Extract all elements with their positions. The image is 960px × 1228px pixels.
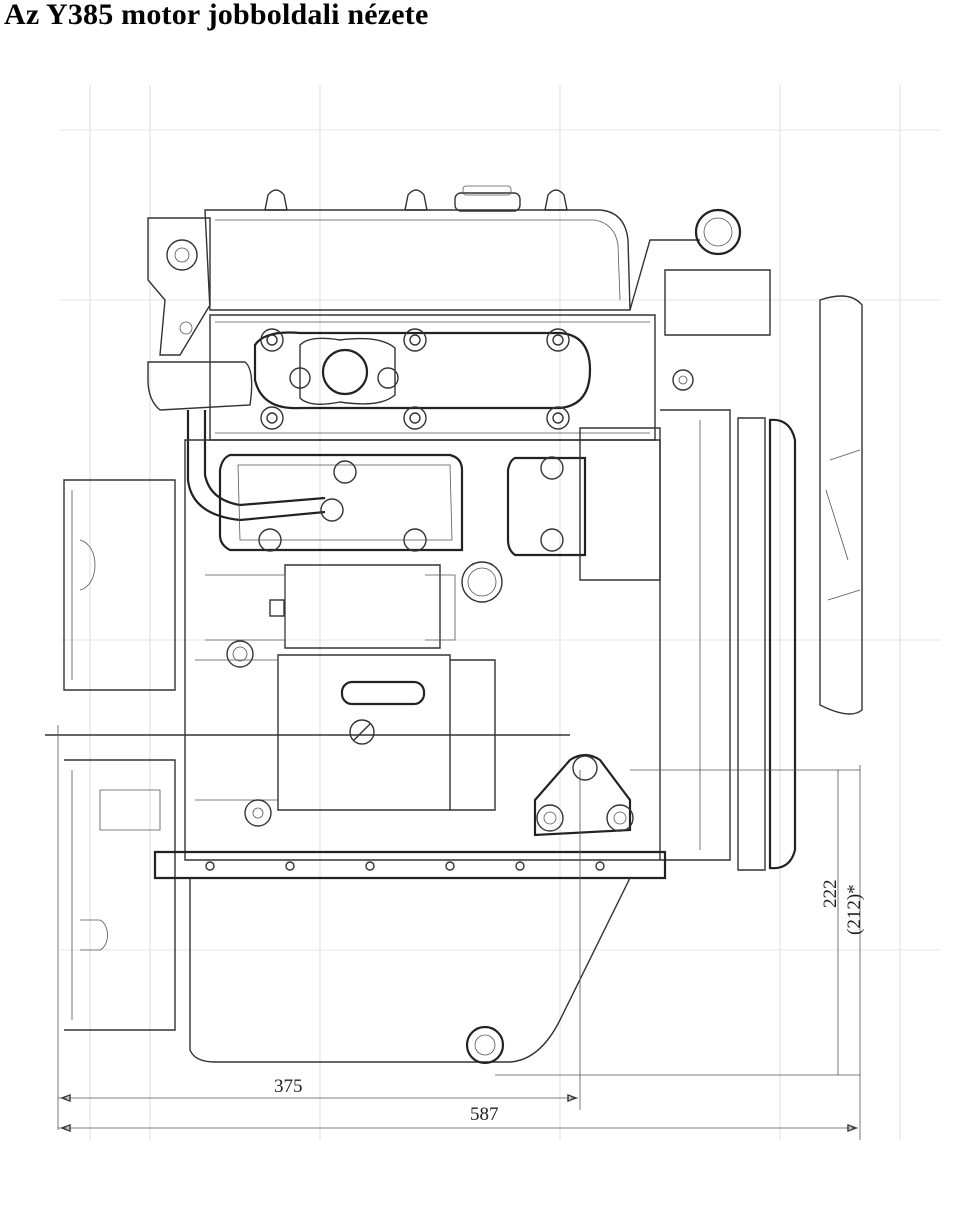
page-title: Az Y385 motor jobboldali nézete <box>4 0 429 31</box>
valve-cover <box>204 185 631 311</box>
engine-mount-bracket <box>533 753 634 837</box>
dimension-212: (212)* <box>844 884 865 935</box>
starter-motor <box>205 564 456 668</box>
lifting-bracket <box>147 217 253 411</box>
dimension-lines <box>58 765 861 1140</box>
generator <box>195 654 496 827</box>
breather-pipe <box>186 410 344 522</box>
fan-pulley <box>737 295 863 871</box>
dimension-222: 222 <box>820 880 841 909</box>
dimension-587: 587 <box>470 1104 499 1125</box>
intake-manifold <box>209 314 656 441</box>
flywheel-housing <box>45 479 570 1130</box>
oil-pan <box>153 850 667 1065</box>
dimension-375: 375 <box>274 1076 303 1097</box>
timing-cover <box>579 208 771 861</box>
